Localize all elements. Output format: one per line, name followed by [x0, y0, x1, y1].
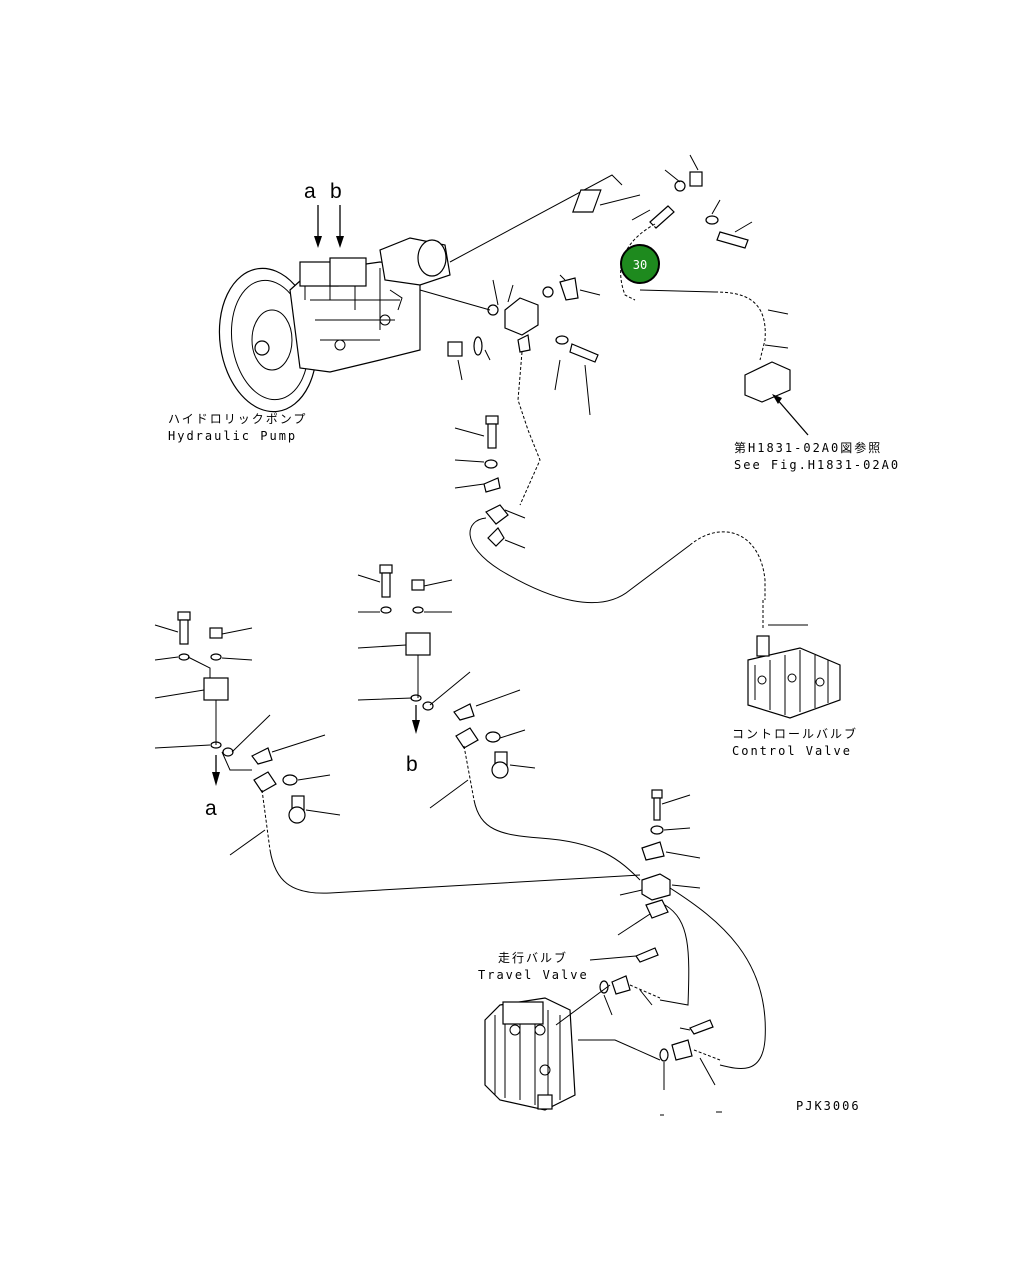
- hose-right-leaders: [764, 309, 789, 349]
- arrow-b-label: b: [330, 180, 342, 203]
- hose-right: [714, 291, 766, 361]
- callout-badge-30[interactable]: 30: [620, 244, 660, 284]
- line-tee-to-right: [669, 887, 766, 1070]
- see-fig-arrow-line: [775, 397, 809, 436]
- top-right-fittings: [572, 154, 753, 249]
- drawing-id: PJK3006: [796, 1099, 861, 1113]
- see-fig-arrow-head: [772, 394, 782, 404]
- hose-to-control-valve: [689, 531, 766, 600]
- hose-mid-leader: [429, 779, 469, 809]
- arrow-a-label: a: [304, 180, 316, 203]
- hydraulic-pump-drawing: [218, 237, 451, 413]
- tee-assembly: [617, 789, 701, 936]
- control-valve-drawing: [747, 635, 841, 719]
- hydraulic-pump-label-jp: ハイドロリックポンプ: [168, 412, 307, 426]
- hose-link-line: [639, 289, 716, 293]
- line-mid-to-tee: [473, 799, 641, 881]
- control-valve-label-en: Control Valve: [732, 744, 852, 758]
- arrow-b-head: [336, 236, 344, 248]
- arrow-a2-head: [212, 772, 220, 786]
- hydraulic-pump-label-en: Hydraulic Pump: [168, 429, 297, 443]
- left-fitting-assembly: [154, 611, 341, 824]
- line-left-to-tee: [269, 849, 641, 894]
- hose-middle: [517, 351, 541, 506]
- see-fig-label-jp: 第H1831-02A0図参照: [734, 440, 882, 455]
- block-right: [744, 361, 791, 403]
- mid-fitting-assembly: [357, 564, 536, 779]
- line-to-control-valve: [469, 517, 691, 604]
- hose-mid: [463, 745, 475, 801]
- travel-valve-label-jp: 走行バルブ: [498, 950, 568, 965]
- line-tee-to-travel: [659, 904, 690, 1006]
- middle-block-fittings: [419, 274, 601, 416]
- see-fig-label-en: See Fig.H1831-02A0: [734, 458, 900, 472]
- pump-to-block-line: [449, 174, 623, 263]
- callout-badge-number[interactable]: 30: [633, 258, 647, 272]
- travel-valve-label-en: Travel Valve: [478, 968, 589, 982]
- arrow-a2-label: a: [205, 797, 217, 820]
- mid-bolt-stack: [454, 415, 526, 549]
- control-valve-label-jp: コントロールバルブ: [732, 726, 858, 741]
- arrow-b2-label: b: [406, 753, 418, 776]
- callout-badge-circle[interactable]: [620, 244, 660, 284]
- travel-valve-drawing: [484, 997, 576, 1111]
- hose-left-leader: [229, 829, 266, 856]
- arrow-b2-head: [412, 720, 420, 734]
- arrow-a-head: [314, 236, 322, 248]
- travel-valve-fittings: [555, 947, 722, 1116]
- hose-left: [261, 789, 271, 851]
